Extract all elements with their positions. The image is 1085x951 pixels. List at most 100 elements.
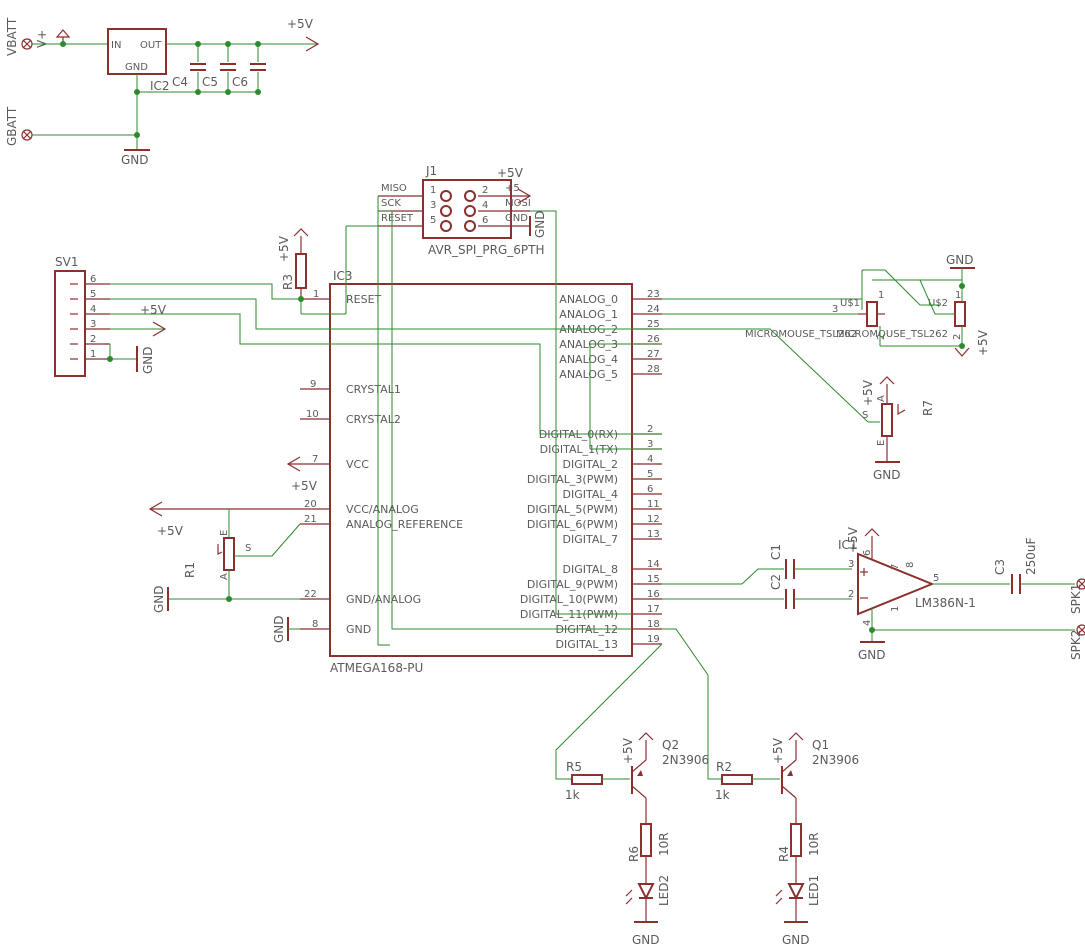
q1-5v-label: +5V — [771, 737, 785, 764]
ic3-r-num-7: 3 — [647, 439, 653, 450]
amp-5v-label: +5V — [846, 526, 860, 553]
ic3-pin-1-num: 1 — [313, 289, 319, 300]
j1-5v-label: +5V — [497, 166, 524, 180]
ic3-r-num-11: 11 — [647, 499, 660, 510]
j1-pin-6: 6 — [482, 215, 488, 226]
q2-gnd-label: GND — [632, 933, 660, 947]
ic3-pin-8-num: 8 — [312, 619, 318, 630]
ic3-pin-22-num: 22 — [304, 589, 317, 600]
sensor-5v-label: +5V — [976, 329, 990, 356]
r1-e: E — [219, 530, 230, 536]
ic3-r-num-17: 17 — [647, 604, 660, 615]
ic3-r-label-19: DIGITAL_13 — [556, 638, 619, 651]
ic3-r-num-0: 23 — [647, 289, 660, 300]
sv1-pin-4: 4 — [90, 304, 96, 315]
q2-5v-label: +5V — [621, 737, 635, 764]
vbatt-label: VBATT — [5, 17, 19, 56]
ic3-pin-20-num: 20 — [304, 499, 317, 510]
ic3-r-label-10: DIGITAL_4 — [563, 488, 619, 501]
cap-c1-label: C1 — [769, 544, 783, 560]
ic3-r-label-8: DIGITAL_2 — [563, 458, 619, 471]
spk1-label: SPK1 — [1069, 584, 1083, 614]
ic3-pin-crystal2-label: CRYSTAL2 — [346, 413, 401, 426]
ic3-pin-gndanalog-label: GND/ANALOG — [346, 593, 421, 606]
regulator-in-label: IN — [111, 40, 121, 51]
q2-part: 2N3906 — [662, 753, 709, 767]
ic3-pin-9-num: 9 — [310, 379, 316, 390]
led2-name: LED2 — [657, 875, 671, 906]
ic3-r-num-12: 12 — [647, 514, 660, 525]
r6-value: 10R — [657, 832, 671, 856]
sv1-pin-6: 6 — [90, 274, 96, 285]
r3-resistor: R3 +5V — [277, 228, 309, 299]
ic3-r-num-15: 15 — [647, 574, 660, 585]
u2-name: U$2 — [928, 298, 948, 309]
cap-c3-value: 250uF — [1024, 537, 1038, 575]
ic3-r-num-8: 4 — [647, 454, 653, 465]
ic3-pin-aref-label: ANALOG_REFERENCE — [346, 518, 463, 531]
ic3-gnd-label: GND — [272, 615, 286, 643]
led1-name: LED1 — [807, 875, 821, 906]
top-capacitors — [137, 41, 266, 95]
top-5v-label: +5V — [287, 17, 314, 31]
ic3-r-num-14: 14 — [647, 559, 660, 570]
j1-pin-3: 3 — [430, 200, 436, 211]
sv1-pin-5: 5 — [90, 289, 96, 300]
j1-spi-header: J1 MISO SCK RESET 1 3 5 2 4 6 +5 MOSI GN… — [378, 164, 547, 257]
ic3-pin-10-num: 10 — [306, 409, 319, 420]
vbatt-terminal — [21, 38, 33, 50]
gbatt-terminal — [21, 129, 33, 141]
u2-pin1: 1 — [955, 290, 961, 301]
amp-name: IC1 — [838, 538, 858, 552]
j1-pin-1: 1 — [430, 185, 436, 196]
ic3-r-num-1: 24 — [647, 304, 660, 315]
ic3-pin-reset-label: RESET — [346, 293, 382, 306]
ic3-pin-gnd-label: GND — [346, 623, 371, 636]
u1-name: U$1 — [840, 298, 860, 309]
top-5v-arrow — [305, 36, 320, 52]
ic3-r-num-3: 26 — [647, 334, 660, 345]
r1-pot: +5V E A S R1 GND — [148, 501, 301, 613]
ic3-r-num-6: 2 — [647, 424, 653, 435]
sv1-pin-1: 1 — [90, 349, 96, 360]
amp-pin7: 7 — [890, 564, 901, 570]
gnd-label-top: GND — [121, 153, 149, 167]
u1-pin1: 1 — [878, 290, 884, 301]
amp-part: LM386N-1 — [915, 596, 976, 610]
regulator-out-label: OUT — [140, 40, 162, 51]
amp-pin3: 3 — [848, 559, 854, 570]
ic3-r-label-9: DIGITAL_3(PWM) — [527, 473, 618, 486]
ic3-r-label-14: DIGITAL_8 — [563, 563, 619, 576]
cap-c5-label: C5 — [202, 75, 218, 89]
spk2-label: SPK2 — [1069, 630, 1083, 660]
r2-value: 1k — [715, 788, 730, 802]
ic3-pin-7-num: 7 — [312, 454, 318, 465]
ic3-pin-vccanalog-label: VCC/ANALOG — [346, 503, 419, 516]
regulator-gnd-label: GND — [125, 62, 148, 73]
regulator-name: IC2 — [150, 79, 170, 93]
r5-value: 1k — [565, 788, 580, 802]
ic3-r-label-3: ANALOG_3 — [559, 338, 618, 351]
ic3-right-labels: ANALOG_0 23 ANALOG_1 24 ANALOG_2 25 ANAL… — [520, 289, 660, 651]
j1-gnd-label: GND — [533, 210, 547, 238]
ic3-r-num-18: 18 — [647, 619, 660, 630]
r7-5v-label: +5V — [861, 379, 875, 406]
r7-a: A — [876, 395, 887, 402]
r7-name: R7 — [921, 400, 935, 416]
sensor-part-1: MICROMOUSE_TSL262 — [745, 329, 857, 340]
ic3-r-num-10: 6 — [647, 484, 653, 495]
amp-gnd-label: GND — [858, 648, 886, 662]
r4-name: R4 — [777, 846, 791, 862]
amp-pin5: 5 — [933, 573, 939, 584]
q1-part: 2N3906 — [812, 753, 859, 767]
sv1-pin-3: 3 — [90, 319, 96, 330]
ic3-r-label-16: DIGITAL_10(PWM) — [520, 593, 618, 606]
q2-led2-driver: R5 1k +5V Q2 2N3906 R6 10R LED2 GND — [565, 732, 709, 947]
r1-a: A — [219, 573, 230, 580]
ic3-r-num-4: 27 — [647, 349, 660, 360]
ic3-r-label-5: ANALOG_5 — [559, 368, 618, 381]
j1-label-miso: MISO — [381, 183, 407, 194]
cap-c3-label: C3 — [993, 559, 1007, 575]
amp-pin1: 1 — [890, 606, 901, 612]
j1-label-reset: RESET — [381, 213, 414, 224]
